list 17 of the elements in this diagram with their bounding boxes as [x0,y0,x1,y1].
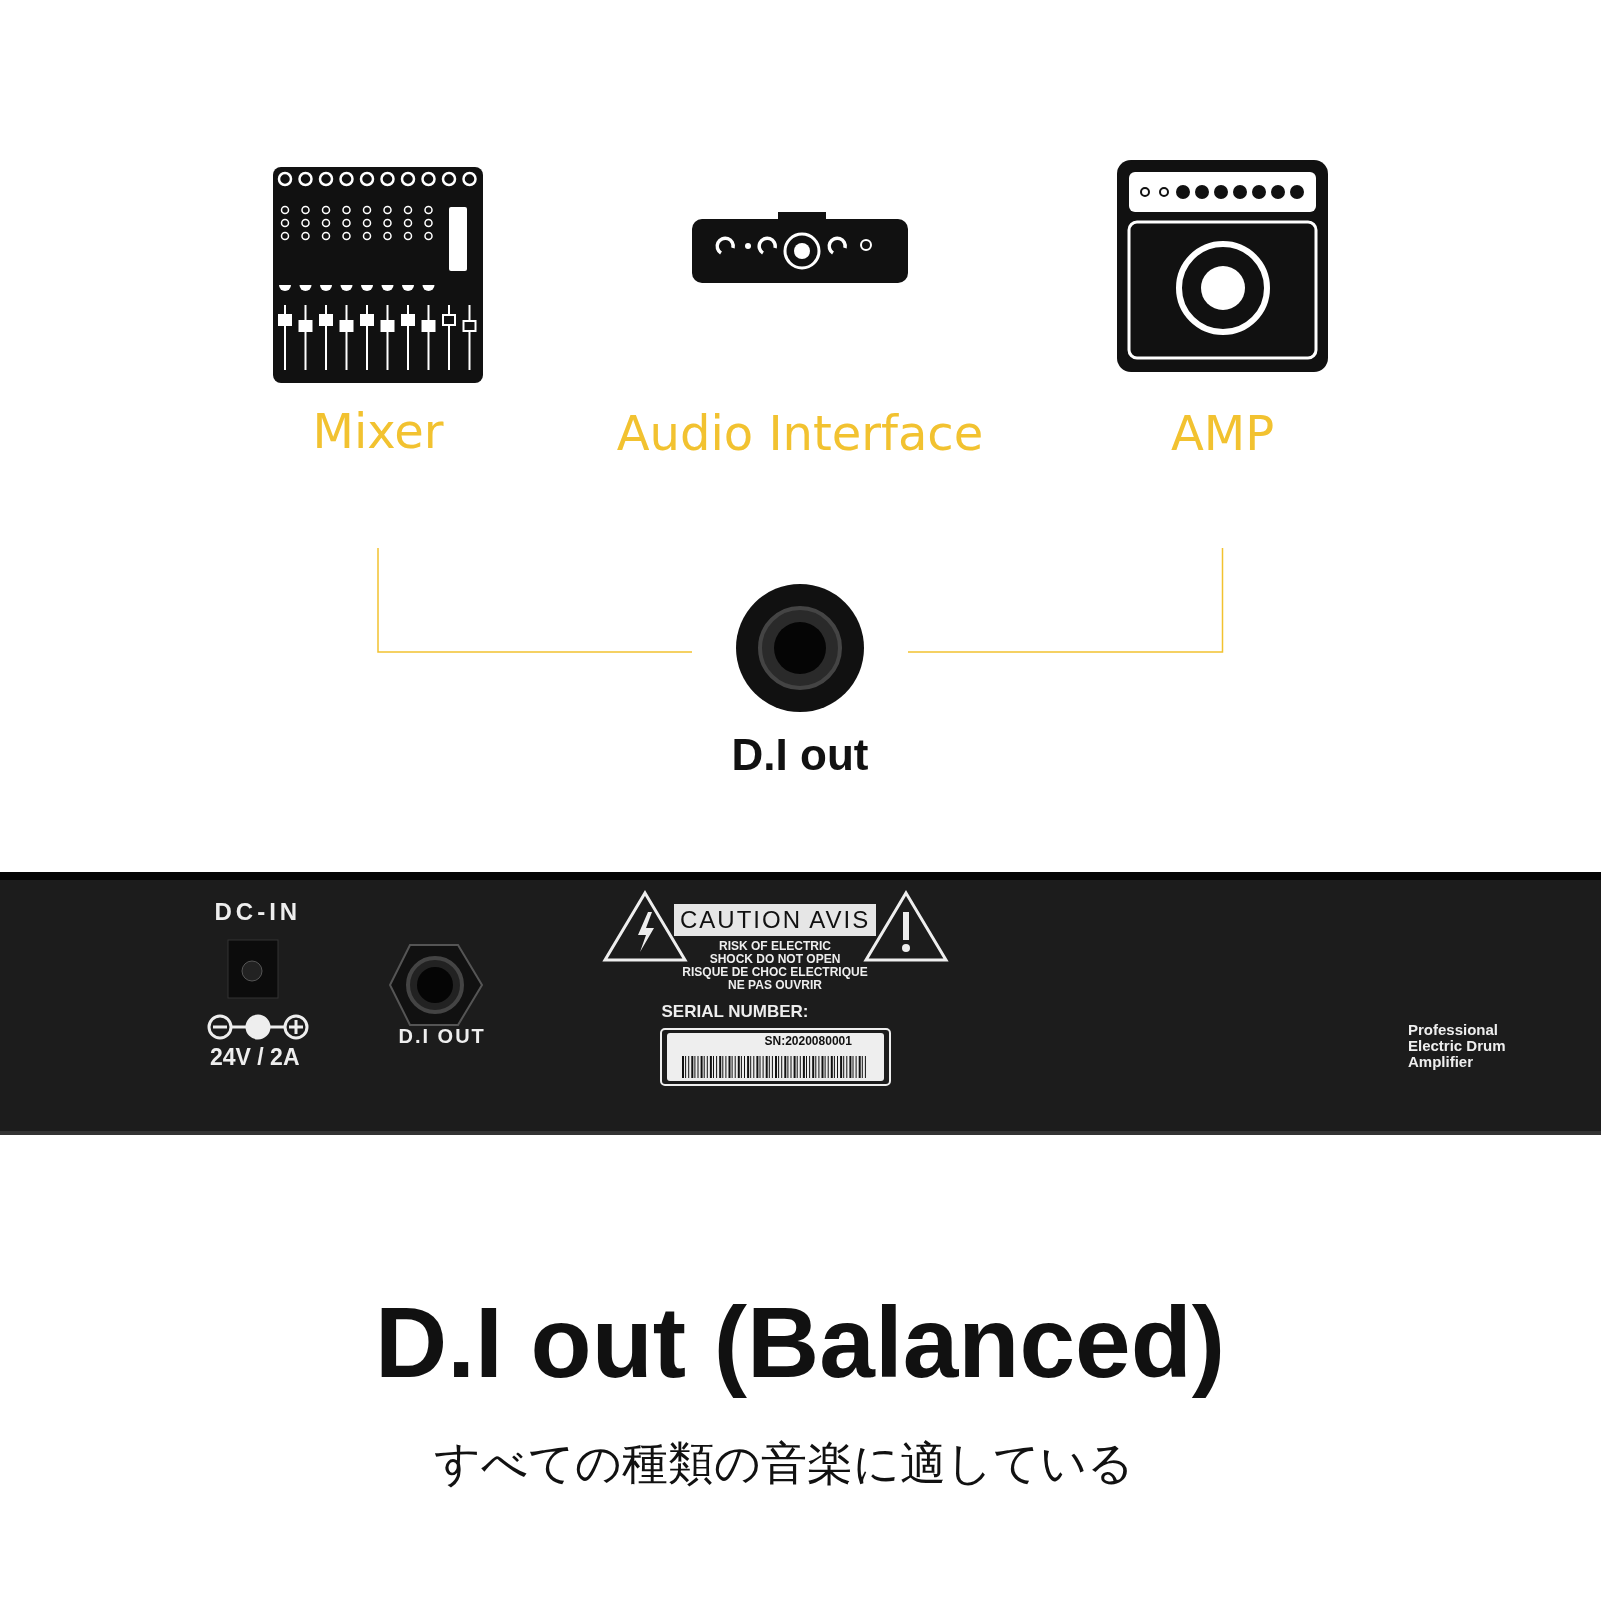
node-label: AMP [1169,405,1276,461]
subheading: すべての種類の音楽に適している [434,1435,1134,1492]
panel-text: 24V / 2A [210,1044,300,1071]
node-label: D.I out [730,730,870,780]
connector-line [907,547,1224,653]
warning-text: RISQUE DE CHOC ELECTRIQUE NE PAS OUVRIR [681,966,869,992]
caution-label: CAUTION AVIS [674,904,877,936]
node-label: Audio Interface [615,405,985,461]
warning-text: RISK OF ELECTRIC SHOCK DO NOT OPEN [708,940,842,966]
panel-text: Professional Electric Drum Amplifier [1408,1022,1507,1070]
node-label: Mixer [311,403,445,459]
connector-line [377,547,693,653]
panel-text: SERIAL NUMBER: [661,1002,809,1022]
panel-text: D.I OUT [398,1025,486,1048]
panel-text: DC-IN [214,898,302,926]
serial-number: SN:2020080001 [764,1034,852,1048]
heading: D.I out (Balanced) [375,1285,1226,1400]
